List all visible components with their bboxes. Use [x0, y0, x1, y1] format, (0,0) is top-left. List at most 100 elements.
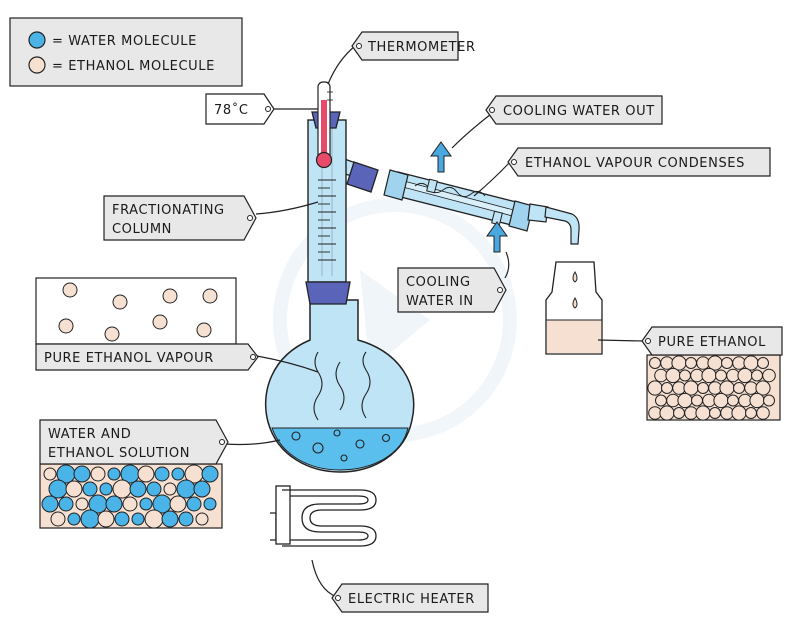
ethanol-molecule	[649, 357, 661, 369]
molecule	[169, 495, 187, 513]
molecule	[178, 511, 194, 527]
solution-molecules-box	[39, 463, 223, 529]
ethanol-molecule	[731, 405, 747, 421]
ethanol-molecule	[58, 318, 74, 334]
ethanol-molecule	[709, 407, 721, 419]
ethanol-molecule	[701, 367, 717, 384]
ethanol-molecule	[671, 355, 687, 371]
cooling-water-in-label-line2: WATER IN	[406, 294, 474, 309]
pure-ethanol-label: PURE ETHANOL	[658, 335, 766, 350]
condenser-stopper	[346, 161, 379, 193]
molecule	[43, 467, 57, 481]
ethanol-vapour-condenses-label: ETHANOL VAPOUR CONDENSES	[525, 156, 745, 171]
round-bottom-flask	[264, 281, 415, 473]
water-ethanol-solution-label-line1: WATER AND	[48, 427, 131, 442]
electric-heater-label: ELECTRIC HEATER	[348, 592, 475, 607]
ethanol-molecule	[763, 394, 775, 407]
pure-ethanol-vapour-label: PURE ETHANOL VAPOUR	[44, 351, 214, 366]
molecule	[90, 466, 106, 482]
molecule	[203, 497, 217, 511]
molecule	[48, 479, 68, 499]
ethanol-molecule	[756, 406, 770, 420]
ethanol-molecule	[647, 380, 663, 396]
ethanol-molecule	[677, 392, 693, 409]
ethanol-vapour-condenses-tag: ETHANOL VAPOUR CONDENSES	[507, 147, 771, 177]
molecule	[50, 511, 66, 527]
legend-water-label: = WATER MOLECULE	[52, 34, 197, 49]
molecule	[195, 512, 209, 526]
ethanol-molecule	[751, 369, 763, 382]
ethanol-molecule	[152, 314, 168, 330]
ethanol-molecule	[727, 394, 739, 407]
molecule	[171, 467, 185, 481]
leader-lines	[224, 45, 644, 598]
ethanol-molecule	[673, 407, 685, 419]
molecule	[41, 495, 59, 513]
ethanol-drop	[572, 296, 578, 309]
flask-stopper	[305, 281, 351, 305]
water-molecule-icon	[28, 31, 46, 49]
ethanol-molecule	[707, 355, 723, 371]
electric-heater	[270, 485, 377, 547]
molecule	[67, 512, 81, 526]
thermometer-label: THERMOMETER	[367, 40, 476, 55]
legend: = WATER MOLECULE = ETHANOL MOLECULE	[9, 17, 243, 87]
ethanol-molecule	[196, 322, 212, 338]
ethanol-molecule	[659, 405, 675, 421]
water-ethanol-solution-tag: WATER AND ETHANOL SOLUTION	[39, 419, 229, 465]
temperature-tag: 78˚C	[205, 93, 275, 125]
molecule	[176, 479, 196, 499]
molecule	[193, 480, 211, 498]
molecule	[144, 509, 164, 529]
ethanol-molecule	[679, 369, 691, 382]
molecule	[97, 510, 115, 528]
molecule	[122, 496, 138, 512]
molecule	[73, 465, 91, 483]
pure-ethanol-molecules-box	[646, 354, 781, 421]
ethanol-molecule	[743, 355, 759, 371]
ethanol-molecule	[162, 288, 178, 304]
ethanol-molecule	[749, 392, 765, 409]
molecule	[112, 479, 132, 499]
ethanol-molecule	[62, 282, 78, 298]
molecule	[131, 512, 145, 526]
cooling-water-out-tag: COOLING WATER OUT	[485, 95, 663, 125]
cooling-water-out-label: COOLING WATER OUT	[503, 104, 655, 119]
ethanol-molecule	[655, 394, 667, 407]
molecule	[105, 495, 123, 513]
ethanol-molecule	[665, 367, 681, 384]
ethanol-molecule	[661, 382, 673, 394]
electric-heater-tag: ELECTRIC HEATER	[331, 583, 489, 613]
molecule	[201, 465, 219, 483]
ethanol-molecule	[683, 380, 699, 396]
pure-ethanol-vapour-tag: PURE ETHANOL VAPOUR	[35, 343, 259, 371]
ethanol-molecule	[713, 392, 729, 409]
ethanol-molecule	[737, 367, 753, 384]
ethanol-molecule	[691, 394, 703, 407]
molecule	[146, 481, 162, 497]
molecule	[82, 481, 98, 497]
ethanol-molecule	[762, 368, 776, 383]
ethanol-molecule	[202, 288, 218, 304]
ethanol-molecule	[104, 326, 120, 342]
pure-ethanol-tag: PURE ETHANOL	[641, 326, 783, 356]
condenser	[330, 154, 580, 245]
molecule	[107, 467, 121, 481]
fractionating-column-label-line1: FRACTIONATING	[112, 203, 225, 218]
molecule	[163, 482, 177, 496]
ethanol-drop	[572, 270, 578, 283]
thermometer	[311, 81, 341, 169]
ethanol-molecule	[721, 357, 733, 369]
ethanol-molecule	[745, 407, 757, 419]
molecule	[114, 511, 130, 527]
cooling-water-in-label-line1: COOLING	[406, 275, 471, 290]
molecule	[80, 509, 100, 529]
legend-ethanol-label: = ETHANOL MOLECULE	[52, 59, 215, 74]
molecule	[139, 497, 153, 511]
molecule	[99, 482, 113, 496]
temperature-label: 78˚C	[214, 102, 249, 118]
thermometer-tag: THERMOMETER	[351, 31, 476, 61]
ethanol-molecule	[685, 357, 697, 369]
molecule	[186, 496, 202, 512]
